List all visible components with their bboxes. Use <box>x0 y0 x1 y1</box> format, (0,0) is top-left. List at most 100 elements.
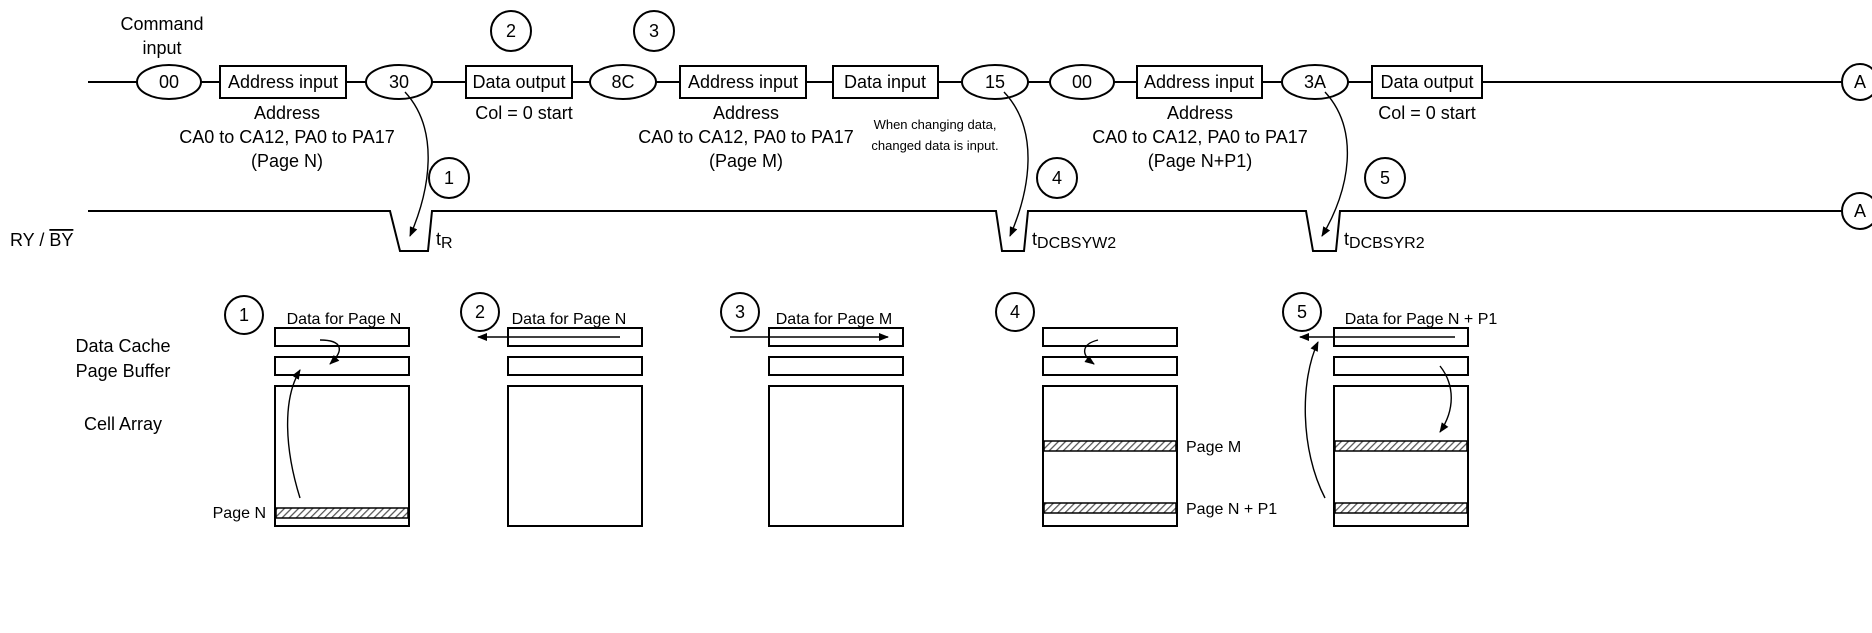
page-buffer-label: Page Buffer <box>76 361 171 381</box>
address-2-line2: CA0 to CA12, PA0 to PA17 <box>638 127 853 147</box>
address-input-box-2-label: Address input <box>688 72 798 92</box>
tdcbsyw2-sub: DCBSYW2 <box>1037 235 1116 252</box>
address-2-line1: Address <box>713 103 779 123</box>
data-input-box-label: Data input <box>844 72 926 92</box>
panel-3-title: Data for Page M <box>776 311 893 328</box>
ry-by-label: RY / BY <box>10 230 73 250</box>
panel-1-page-n-row <box>275 507 409 519</box>
address-3-line2: CA0 to CA12, PA0 to PA17 <box>1092 127 1307 147</box>
command-oval-00-second <box>1049 64 1115 100</box>
command-15-text: 15 <box>985 72 1005 92</box>
address-2-line3: (Page M) <box>709 151 783 171</box>
command-input-label-line2: input <box>142 38 181 58</box>
step-5-number: 5 <box>1380 168 1390 188</box>
step-2-marker <box>490 10 532 52</box>
col-note-1: Col = 0 start <box>475 103 573 123</box>
tr-sub: R <box>441 235 453 252</box>
panel-4-page-m-label: Page M <box>1186 439 1241 456</box>
panel-2-title: Data for Page N <box>512 311 627 328</box>
address-input-box-3 <box>1136 65 1263 99</box>
change-note-line1: When changing data, <box>874 117 997 132</box>
panel-2-page-buffer <box>507 356 643 376</box>
command-00-second-text: 00 <box>1072 72 1092 92</box>
data-cache-label: Data Cache <box>75 336 170 356</box>
address-input-box-1 <box>219 65 347 99</box>
panel-1-step-marker <box>224 295 264 335</box>
command-30-text: 30 <box>389 72 409 92</box>
tdcbsyw2-main: t <box>1032 229 1037 249</box>
data-output-box-1-label: Data output <box>472 72 565 92</box>
panel-4-page-m-row <box>1043 440 1177 452</box>
panel-5-step-marker <box>1282 292 1322 332</box>
address-1-line3: (Page N) <box>251 151 323 171</box>
timing-tdcbsyr2: tDCBSYR2 <box>1344 229 1425 252</box>
address-annotations: Address CA0 to CA12, PA0 to PA17 (Page N… <box>179 103 1476 171</box>
data-output-box-2 <box>1371 65 1483 99</box>
panel-4-step-marker <box>995 292 1035 332</box>
panel-2-step-number: 2 <box>475 302 485 322</box>
panel-1-data-cache <box>274 327 410 347</box>
ry-by-signal <box>88 210 1842 252</box>
panel-5-title: Data for Page N + P1 <box>1345 311 1498 328</box>
connector-a-top-label: A <box>1854 72 1866 92</box>
buffer-panel-2: 2 Data for Page N <box>460 292 643 527</box>
buffer-panel-4: 4 Page M Page N + P1 <box>995 292 1277 527</box>
buffer-panel-5: 5 Data for Page N + P1 <box>1282 292 1498 527</box>
command-oval-00 <box>136 64 202 100</box>
command-00-text: 00 <box>159 72 179 92</box>
buffer-row-labels: Data Cache Page Buffer Cell Array <box>75 336 170 434</box>
command-oval-3a <box>1281 64 1349 100</box>
panel-4-data-cache <box>1042 327 1178 347</box>
ry-by-label-prefix: RY / <box>10 230 49 250</box>
tr-main: t <box>436 229 441 249</box>
panel-5-page-buffer <box>1333 356 1469 376</box>
panel-5-step-number: 5 <box>1297 302 1307 322</box>
command-3a-text: 3A <box>1304 72 1326 92</box>
panel-3-step-number: 3 <box>735 302 745 322</box>
panel-4-page-buffer <box>1042 356 1178 376</box>
connector-a-bottom <box>1841 192 1872 230</box>
data-output-box-1 <box>465 65 573 99</box>
panel-4-step-number: 4 <box>1010 302 1020 322</box>
change-note-line2: changed data is input. <box>871 138 998 153</box>
timing-tdcbsyw2: tDCBSYW2 <box>1032 229 1116 252</box>
panel-1-page-n-label: Page N <box>213 505 266 522</box>
col-note-2: Col = 0 start <box>1378 103 1476 123</box>
address-1-line2: CA0 to CA12, PA0 to PA17 <box>179 127 394 147</box>
panel-3-cell-array <box>768 385 904 527</box>
panel-2-step-marker <box>460 292 500 332</box>
command-oval-15 <box>961 64 1029 100</box>
address-3-line3: (Page N+P1) <box>1148 151 1253 171</box>
address-input-box-3-label: Address input <box>1144 72 1254 92</box>
step-2-number: 2 <box>506 21 516 41</box>
address-input-box-2 <box>679 65 807 99</box>
busy-arc-4 <box>1003 91 1029 237</box>
panel-2-cell-array <box>507 385 643 527</box>
panel-1-transfer-arrow <box>319 339 340 365</box>
step-1-number: 1 <box>444 168 454 188</box>
busy-arc-5 <box>1321 91 1349 237</box>
busy-arc-1 <box>404 91 429 237</box>
step-4-marker <box>1036 157 1078 199</box>
command-sequence: Command input 00 30 8C 15 00 3A Address … <box>88 14 1872 101</box>
panel-4-page-np1-label: Page N + P1 <box>1186 501 1277 518</box>
ry-by-waveform: RY / BY A tR tDCBSYW2 tDCBSYR2 <box>10 91 1872 252</box>
panel-3-step-marker <box>720 292 760 332</box>
command-8c-text: 8C <box>611 72 634 92</box>
tdcbsyr2-sub: DCBSYR2 <box>1349 235 1425 252</box>
panel-1-title: Data for Page N <box>287 311 402 328</box>
connector-a-bottom-label: A <box>1854 201 1866 221</box>
address-3-line1: Address <box>1167 103 1233 123</box>
tdcbsyr2-main: t <box>1344 229 1349 249</box>
panel-5-page-m-row <box>1334 440 1468 452</box>
step-3-marker <box>633 10 675 52</box>
panel-3-page-buffer <box>768 356 904 376</box>
panel-4-transfer-arrow <box>1084 339 1099 365</box>
step-3-number: 3 <box>649 21 659 41</box>
address-input-box-1-label: Address input <box>228 72 338 92</box>
ry-by-label-bar: BY <box>49 230 73 250</box>
timing-tr: tR <box>436 229 453 252</box>
command-oval-30 <box>365 64 433 100</box>
data-output-box-2-label: Data output <box>1380 72 1473 92</box>
